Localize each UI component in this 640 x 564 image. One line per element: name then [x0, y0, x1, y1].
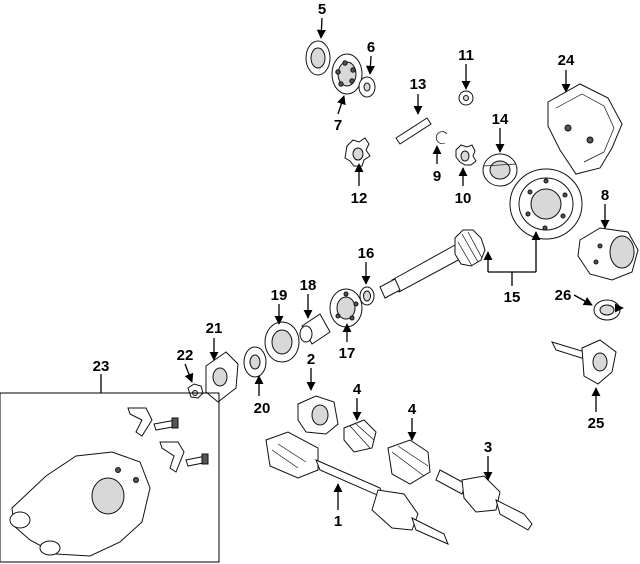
callout-1[interactable]: 1 — [334, 513, 342, 530]
leader-lines — [100, 17, 610, 510]
side-gear-part-14[interactable] — [482, 153, 518, 187]
companion-flange-part-21[interactable] — [205, 351, 239, 403]
axle-shaft-part-1[interactable] — [265, 431, 449, 545]
callout-12[interactable]: 12 — [351, 190, 368, 207]
callout-4b[interactable]: 4 — [408, 401, 417, 418]
callout-23[interactable]: 23 — [93, 358, 110, 375]
bearing-part-19[interactable] — [264, 321, 300, 363]
mount-bolt-upper[interactable] — [153, 417, 179, 431]
callout-22[interactable]: 22 — [177, 347, 194, 364]
pinion-gear-part-12[interactable] — [344, 137, 371, 167]
callout-labels: 5 6 7 11 13 14 24 9 10 12 8 15 16 18 19 … — [93, 1, 610, 530]
bearing-part-17[interactable] — [329, 288, 363, 328]
snap-ring-part-9[interactable] — [435, 131, 448, 144]
flange-part-25[interactable] — [551, 339, 617, 385]
spacer-part-18[interactable] — [299, 313, 331, 345]
boot-part-4a[interactable] — [343, 419, 377, 453]
callout-9[interactable]: 9 — [433, 168, 441, 185]
callout-15[interactable]: 15 — [504, 289, 521, 306]
callout-10[interactable]: 10 — [455, 190, 472, 207]
callout-17[interactable]: 17 — [339, 345, 356, 362]
diff-cover-part-24[interactable] — [547, 83, 623, 175]
carrier-housing-part-23[interactable] — [9, 451, 151, 557]
callout-8[interactable]: 8 — [601, 187, 609, 204]
inset-frame-part-23 — [0, 392, 220, 563]
callout-11[interactable]: 11 — [458, 47, 474, 64]
axle-shaft-part-3[interactable] — [435, 469, 533, 531]
side-gear-part-10[interactable] — [455, 144, 477, 166]
callout-14[interactable]: 14 — [492, 111, 509, 128]
mount-bracket-upper[interactable] — [127, 407, 153, 437]
callout-5[interactable]: 5 — [318, 1, 326, 18]
callout-19[interactable]: 19 — [271, 287, 288, 304]
callout-13[interactable]: 13 — [410, 76, 427, 93]
joint-housing-part-2[interactable] — [297, 395, 339, 435]
callout-21[interactable]: 21 — [206, 320, 223, 337]
mount-bracket-lower[interactable] — [159, 441, 185, 473]
drive-pinion-part-15[interactable] — [379, 229, 486, 299]
callout-16[interactable]: 16 — [358, 245, 375, 262]
callout-2[interactable]: 2 — [307, 351, 315, 368]
ring-part-16[interactable] — [359, 286, 375, 306]
callout-6[interactable]: 6 — [367, 39, 375, 56]
callout-20[interactable]: 20 — [254, 400, 271, 417]
callout-26[interactable]: 26 — [555, 287, 572, 304]
boot-part-4b[interactable] — [387, 439, 431, 485]
callout-25[interactable]: 25 — [588, 415, 605, 432]
seal-part-20[interactable] — [243, 346, 267, 378]
mount-bolt-lower[interactable] — [185, 453, 209, 467]
seal-part-26[interactable] — [593, 299, 621, 321]
callout-3[interactable]: 3 — [484, 439, 492, 456]
bearing-part-7[interactable] — [331, 53, 363, 95]
washer-part-11[interactable] — [458, 90, 474, 106]
washer-part-6[interactable] — [358, 76, 376, 98]
seal-part-5[interactable] — [305, 40, 331, 76]
pinion-shaft-part-13[interactable] — [395, 117, 432, 145]
callout-7[interactable]: 7 — [334, 117, 342, 134]
ring-gear-part-15[interactable] — [509, 168, 583, 240]
nut-part-22[interactable] — [187, 383, 204, 399]
callout-4a[interactable]: 4 — [353, 381, 362, 398]
callout-18[interactable]: 18 — [300, 277, 317, 294]
differential-case-part-8[interactable] — [577, 227, 639, 281]
callout-24[interactable]: 24 — [558, 52, 575, 69]
